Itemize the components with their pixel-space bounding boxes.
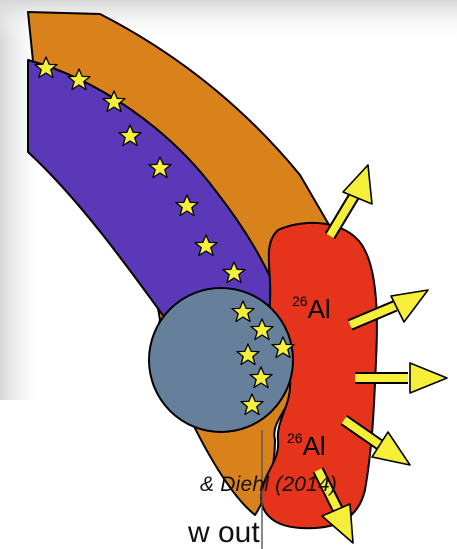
citation-text: & Diehl (2014) [200, 473, 337, 497]
al26-lower-superscript: 26 [287, 430, 303, 446]
al26-upper-superscript: 26 [292, 293, 308, 309]
bottom-text-fragment: w out [188, 518, 260, 548]
blue-sphere [149, 288, 293, 432]
outflow-arrow-icon [330, 165, 372, 236]
al26-lower-symbol: Al [303, 431, 326, 461]
al26-upper-symbol: Al [308, 294, 331, 324]
